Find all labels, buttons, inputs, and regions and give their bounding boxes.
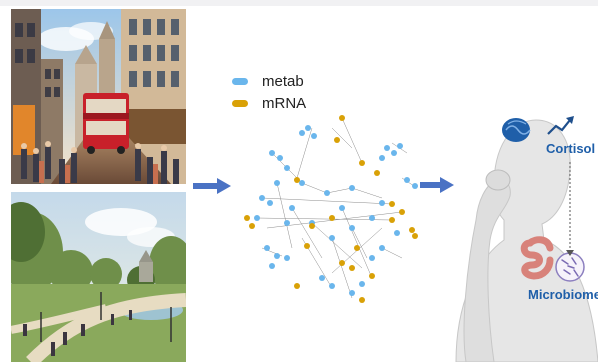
legend: metab mRNA (232, 70, 306, 114)
city-street-icon (11, 9, 186, 184)
city-street-image (11, 9, 186, 184)
metab-swatch (232, 77, 248, 85)
legend-item-metab: metab (232, 70, 306, 92)
park-icon (11, 192, 186, 362)
mrna-nodes (244, 115, 418, 303)
microbiome-label: Microbiome (528, 287, 598, 302)
cortisol-label: Cortisol (546, 141, 596, 156)
microbe-icon (555, 252, 585, 282)
legend-item-mrna: mRNA (232, 92, 306, 114)
legend-label-metab: metab (262, 72, 304, 90)
right-arrow-icon (193, 178, 231, 194)
right-arrow-icon-2 (420, 177, 454, 193)
top-bar (0, 0, 598, 6)
legend-label-mrna: mRNA (262, 94, 307, 112)
brain-icon (502, 118, 531, 142)
network-graph (244, 115, 418, 303)
stressed-person-illustration (455, 116, 598, 362)
trend-up-icon (547, 116, 574, 135)
mrna-swatch (232, 99, 248, 107)
network-edges (256, 117, 418, 299)
park-image (11, 192, 186, 362)
metab-nodes (254, 125, 418, 296)
intestine-icon (520, 236, 554, 280)
